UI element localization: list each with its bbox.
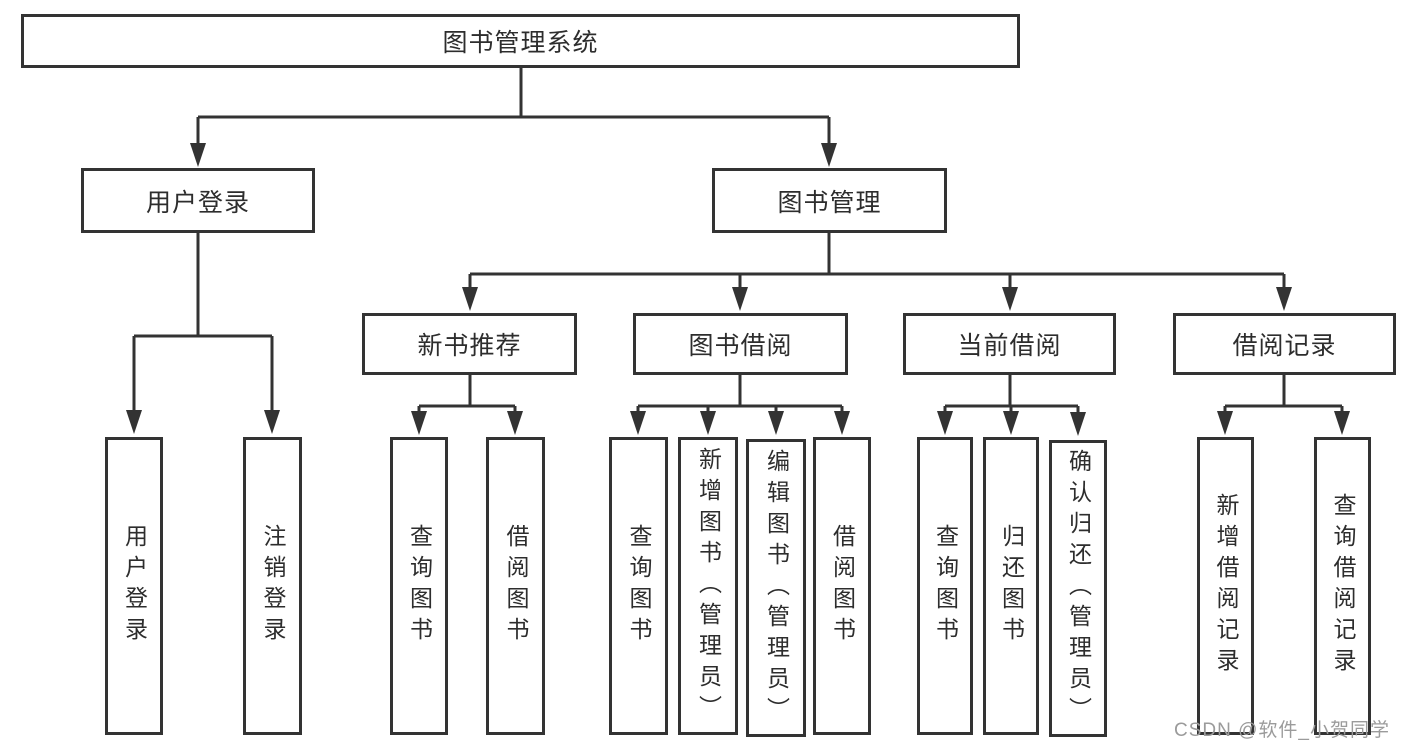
leaf-label: 注销登录 [260, 524, 286, 648]
leaf-borrow-books-1: 借阅图书 [486, 437, 545, 735]
node-label: 图书借阅 [688, 332, 793, 360]
root-label: 图书管理系统 [442, 29, 599, 57]
leaf-add-borrow-record: 新增借阅记录 [1197, 437, 1254, 735]
leaf-borrow-books-2: 借阅图书 [813, 437, 871, 735]
leaf-edit-book-admin: 编辑图书（管理员） [746, 439, 806, 737]
node-label: 当前借阅 [957, 332, 1062, 360]
leaf-query-borrow-record: 查询借阅记录 [1314, 437, 1371, 735]
node-book-borrowing: 图书借阅 [633, 313, 848, 375]
leaf-query-books-2: 查询图书 [609, 437, 668, 735]
leaf-label: 新增借阅记录 [1213, 493, 1239, 679]
watermark: CSDN @软件_小贺同学 [1174, 720, 1390, 741]
leaf-label: 归还图书 [998, 524, 1025, 648]
node-label: 新书推荐 [417, 332, 522, 360]
leaf-label: 查询借阅记录 [1330, 493, 1356, 679]
leaf-add-book-admin: 新增图书（管理员） [678, 437, 738, 735]
node-new-book-recommend: 新书推荐 [362, 313, 577, 375]
leaf-label: 借阅图书 [829, 524, 856, 648]
leaf-label: 新增图书（管理员） [695, 446, 722, 726]
arrowheads [126, 143, 1350, 436]
node-label: 借阅记录 [1232, 332, 1337, 360]
leaf-label: 借阅图书 [503, 524, 529, 648]
leaf-query-books-1: 查询图书 [390, 437, 448, 735]
node-borrowing-records: 借阅记录 [1173, 313, 1396, 375]
root-box: 图书管理系统 [21, 14, 1020, 68]
leaf-label: 查询图书 [406, 524, 433, 648]
node-user-login: 用户登录 [81, 168, 315, 233]
leaf-confirm-return-admin: 确认归还（管理员） [1049, 440, 1107, 737]
leaf-return-book: 归还图书 [983, 437, 1039, 735]
node-book-management: 图书管理 [712, 168, 947, 233]
leaf-label: 确认归还（管理员） [1065, 449, 1092, 728]
leaf-label: 编辑图书（管理员） [763, 448, 790, 728]
leaf-label: 用户登录 [121, 524, 148, 648]
node-label: 用户登录 [145, 188, 250, 217]
node-label: 图书管理 [777, 188, 882, 217]
leaf-label: 查询图书 [932, 524, 959, 648]
leaf-label: 查询图书 [626, 524, 652, 648]
leaf-query-books-3: 查询图书 [917, 437, 973, 735]
leaf-logout: 注销登录 [243, 437, 302, 735]
leaf-user-login: 用户登录 [105, 437, 163, 735]
node-current-borrowing: 当前借阅 [903, 313, 1116, 375]
